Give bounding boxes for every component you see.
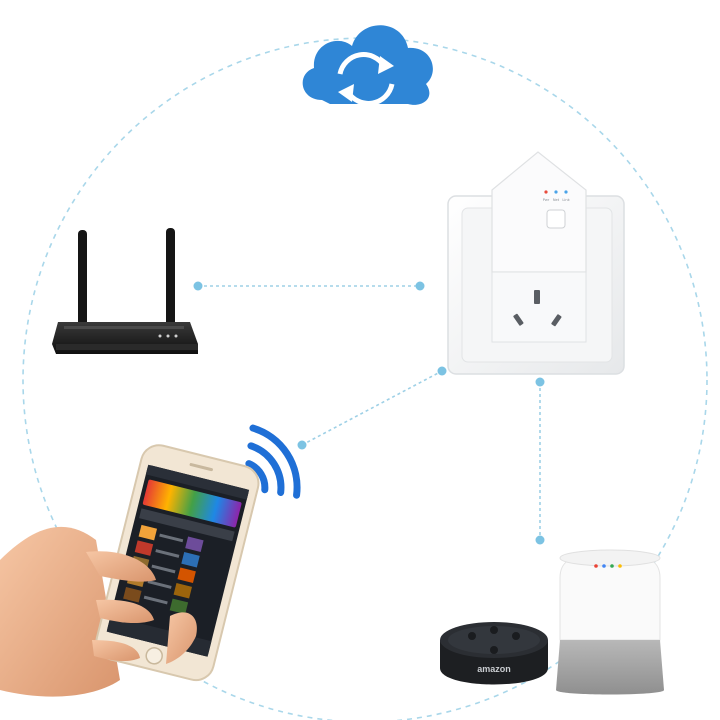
speaker-line-dot bbox=[535, 535, 545, 545]
cloud-sync-icon bbox=[302, 25, 433, 106]
echo-button-volume-down[interactable] bbox=[512, 632, 520, 640]
google-led-2 bbox=[602, 564, 606, 568]
google-led-3 bbox=[610, 564, 614, 568]
indicator-label-link: Link bbox=[562, 198, 570, 202]
led-link bbox=[564, 190, 568, 194]
plug-line-dot bbox=[415, 281, 425, 291]
wifi-router bbox=[52, 228, 198, 354]
led-net bbox=[554, 190, 558, 194]
echo-button-action[interactable] bbox=[468, 632, 476, 640]
hand-with-smartphone bbox=[0, 444, 260, 697]
google-led-4 bbox=[618, 564, 622, 568]
outlet-face bbox=[491, 271, 587, 343]
indicator-label-net: Net bbox=[553, 198, 560, 202]
plug-module bbox=[491, 151, 587, 273]
phone-plug-line bbox=[301, 370, 443, 446]
router-antenna-right bbox=[166, 228, 175, 326]
connector-lines bbox=[193, 281, 545, 545]
amazon-logo-text: amazon bbox=[477, 664, 511, 674]
smart-plug-socket: Pwr Net Link bbox=[447, 151, 625, 375]
plug-button[interactable] bbox=[546, 209, 566, 229]
router-antenna-left bbox=[78, 230, 87, 326]
google-home-speaker bbox=[556, 549, 664, 695]
echo-button-mute[interactable] bbox=[490, 646, 498, 654]
amazon-echo-dot: amazon bbox=[440, 622, 548, 685]
router-line-dot bbox=[193, 281, 203, 291]
phone-line-dot bbox=[297, 440, 307, 450]
echo-button-volume-up[interactable] bbox=[490, 626, 498, 634]
indicator-label-pwr: Pwr bbox=[543, 198, 550, 202]
led-power bbox=[544, 190, 548, 194]
google-led-1 bbox=[594, 564, 598, 568]
phone-home-button[interactable] bbox=[145, 646, 164, 665]
plug-line-dot-2 bbox=[437, 366, 447, 376]
plug-line-dot-3 bbox=[535, 377, 545, 387]
